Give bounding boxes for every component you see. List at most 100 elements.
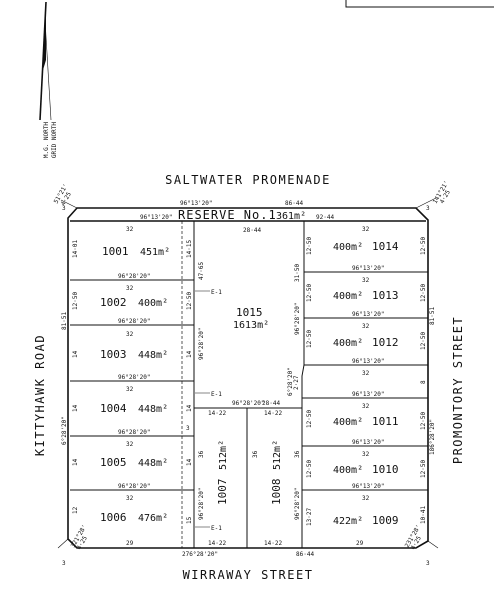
lot-number: 1011 — [372, 415, 399, 428]
dim-rear: 14 — [186, 350, 193, 358]
dim-frontage: 12·50 — [420, 332, 427, 350]
lot-number: 1014 — [372, 240, 399, 253]
lot-area: 448m² — [138, 404, 168, 415]
lot-area: 476m² — [138, 513, 168, 524]
mg-north-label: M.G. NORTH — [43, 122, 50, 159]
dim-frontage: 12·50 — [306, 460, 313, 478]
lot-number: 1010 — [372, 463, 399, 476]
subdivision-boundary — [67, 207, 429, 549]
dim-depth: 32 — [362, 403, 370, 410]
dim-frontage: 12·50 — [72, 292, 79, 310]
dimension-annotations: 96°13'20" 86·44 96°13'20" 92·44 28·44 51… — [53, 180, 452, 567]
dim-row-bearing: 96°13'20" — [352, 483, 385, 490]
dim-1008-width: 14·22 — [264, 410, 282, 417]
easement-label: E-1 — [211, 391, 222, 398]
easement-leaders — [195, 290, 210, 528]
lot-area: 400m² — [333, 242, 363, 253]
dim-1015-height: 47·65 — [198, 262, 205, 280]
north-arrow: M.G. NORTH GRID NORTH — [39, 1, 58, 159]
street-north: SALTWATER PROMENADE — [165, 173, 331, 187]
dim-corner-gap: 3 — [62, 205, 66, 212]
lot-number: 1002 — [100, 296, 127, 309]
dim-frontage: 14 — [72, 350, 79, 358]
dim-1007-width: 14·22 — [208, 540, 226, 547]
grid-north-line — [44, 19, 52, 121]
reserve-area: 361m² — [276, 211, 306, 222]
dim-depth: 32 — [126, 495, 134, 502]
dim-depth: 32 — [362, 323, 370, 330]
dim-frontage: 12·50 — [306, 284, 313, 302]
dim-top-length: 86·44 — [285, 200, 303, 207]
dim-rear: 14·15 — [186, 240, 193, 258]
lot-number: 1005 — [100, 456, 127, 469]
dim-bottom-length: 86·44 — [296, 551, 314, 558]
dim-frontage: 12·50 — [420, 412, 427, 430]
dim-top-bearing: 96°13'20" — [180, 200, 213, 207]
dim-row-bearing: 96°13'20" — [352, 265, 385, 272]
dim-1015-corner: 2·27 — [293, 375, 300, 390]
dim-depth: 32 — [126, 441, 134, 448]
dim-frontage: 14 — [72, 458, 79, 466]
north-arrow-head-icon — [43, 2, 46, 70]
lot-number: 1003 — [100, 348, 127, 361]
western-lots — [70, 221, 195, 548]
lot-number: 1007 — [216, 479, 229, 506]
dim-row-bearing: 96°28'20" — [118, 273, 151, 280]
dim-depth: 32 — [126, 285, 134, 292]
dim-frontage: 14 — [72, 404, 79, 412]
dim-depth: 32 — [362, 495, 370, 502]
dim-depth: 32 — [126, 386, 134, 393]
dim-rear: 12·50 — [186, 292, 193, 310]
corner-truncation-marks — [57, 197, 439, 549]
dim-bottom-depth: 29 — [126, 540, 134, 547]
dim-mid-length: 28·44 — [262, 400, 280, 407]
lot-area: 451m² — [140, 247, 170, 258]
dim-depth: 32 — [362, 370, 370, 377]
dim-right-bearing: 186°28'20" — [429, 419, 436, 455]
dim-row-bearing: 96°13'20" — [352, 358, 385, 365]
dim-frontage: 12·50 — [306, 330, 313, 348]
street-west: KITTYHAWK ROAD — [33, 334, 47, 456]
dim-side-8: 8 — [420, 380, 427, 384]
dim-corner-gap: 3 — [62, 560, 66, 567]
lot-number: 1015 — [236, 306, 263, 319]
dim-corner-gap: 3 — [426, 560, 430, 567]
lot-area: 400m² — [138, 298, 168, 309]
dim-corner-gap: 3 — [426, 205, 430, 212]
dim-1015-bearing: 96°28'20" — [198, 327, 205, 360]
dim-side-15: 15 — [186, 516, 193, 524]
dim-depth: 32 — [362, 226, 370, 233]
lot-number: 1001 — [102, 245, 129, 258]
lot-number: 1004 — [100, 402, 127, 415]
dim-1007-bearing: 96°28'20" — [198, 487, 205, 520]
easement-label: E-1 — [211, 289, 222, 296]
dim-easement-width: 3 — [186, 425, 190, 432]
dim-bottom-bearing: 276°28'20" — [182, 551, 218, 558]
dim-row-bearing: 96°13'20" — [352, 311, 385, 318]
lot-area: 512m² — [218, 440, 229, 470]
dim-1015-bearing: 96°28'20" — [294, 302, 301, 335]
dim-row-bearing: 96°28'20" — [118, 483, 151, 490]
lot-area: 512m² — [272, 440, 283, 470]
eastern-lot-lines — [302, 271, 428, 491]
dim-1008-width: 14·22 — [264, 540, 282, 547]
dim-frontage: 12·50 — [306, 237, 313, 255]
dim-depth: 32 — [362, 451, 370, 458]
lot-1015-outline — [301, 221, 305, 408]
lot-area: 448m² — [138, 350, 168, 361]
lot-area: 400m² — [333, 291, 363, 302]
lot-area: 1613m² — [233, 320, 269, 331]
reserve-name: RESERVE No.1 — [178, 208, 277, 222]
dim-1015-corner: 6°28'20" — [287, 367, 294, 396]
dim-mid-bearing: 96°28'20" — [232, 400, 265, 407]
dim-row-bearing: 96°13'20" — [352, 391, 385, 398]
lot-area: 400m² — [333, 465, 363, 476]
lot-number: 1013 — [372, 289, 399, 302]
dim-reserve-inner: 28·44 — [243, 227, 261, 234]
dim-right-length: 81·51 — [429, 307, 436, 325]
dim-1008-bearing: 96°28'20" — [294, 487, 301, 520]
dim-frontage: 14·01 — [72, 240, 79, 258]
street-south: WIRRAWAY STREET — [183, 568, 314, 582]
grid-north-label: GRID NORTH — [51, 122, 58, 159]
